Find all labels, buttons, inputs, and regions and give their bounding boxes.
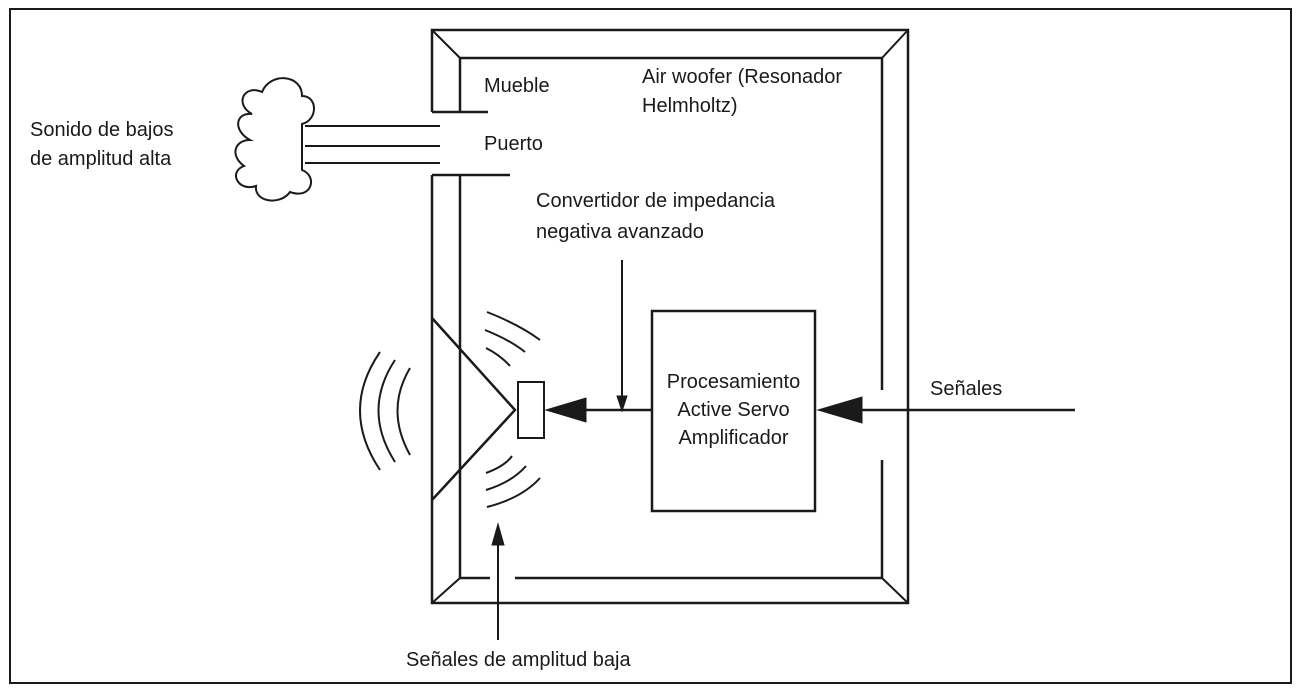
label-senales: Señales: [930, 378, 1003, 400]
cloud-icon: [234, 77, 315, 202]
speaker-cone-icon: [431, 317, 517, 501]
arrow-converter-pointer: [616, 260, 628, 413]
label-senales-amplitud-baja: Señales de amplitud baja: [406, 649, 631, 671]
label-air-woofer-line2: Helmholtz): [642, 95, 738, 117]
arrow-processing-to-speaker: [544, 397, 652, 423]
label-mueble: Mueble: [484, 75, 550, 97]
label-procesamiento-line1: Procesamiento: [666, 371, 801, 393]
label-convertidor-line1: Convertidor de impedancia: [536, 190, 776, 212]
port-airflow-lines: [305, 125, 440, 164]
sound-waves-upper: [484, 311, 541, 367]
label-sonido-line2: de amplitud alta: [30, 148, 172, 170]
diagram-frame: [9, 8, 1292, 684]
port-walls: [432, 110, 510, 177]
sound-waves-lower: [485, 455, 541, 508]
cabinet-outer-wall: [430, 28, 910, 605]
label-air-woofer-line1: Air woofer (Resonador: [642, 66, 843, 88]
label-procesamiento-line2: Active Servo: [677, 399, 790, 421]
speaker-magnet: [517, 381, 545, 439]
label-procesamiento-line3: Amplificador: [678, 427, 789, 449]
cabinet-bevel-lines: [431, 29, 909, 604]
label-puerto: Puerto: [484, 133, 543, 155]
arrow-input-signal: [816, 396, 1075, 424]
sound-waves-left: [359, 351, 411, 471]
label-sonido-line1: Sonido de bajos: [30, 119, 174, 141]
arrow-low-amplitude-pointer: [491, 522, 505, 640]
label-convertidor-line2: negativa avanzado: [536, 221, 704, 243]
